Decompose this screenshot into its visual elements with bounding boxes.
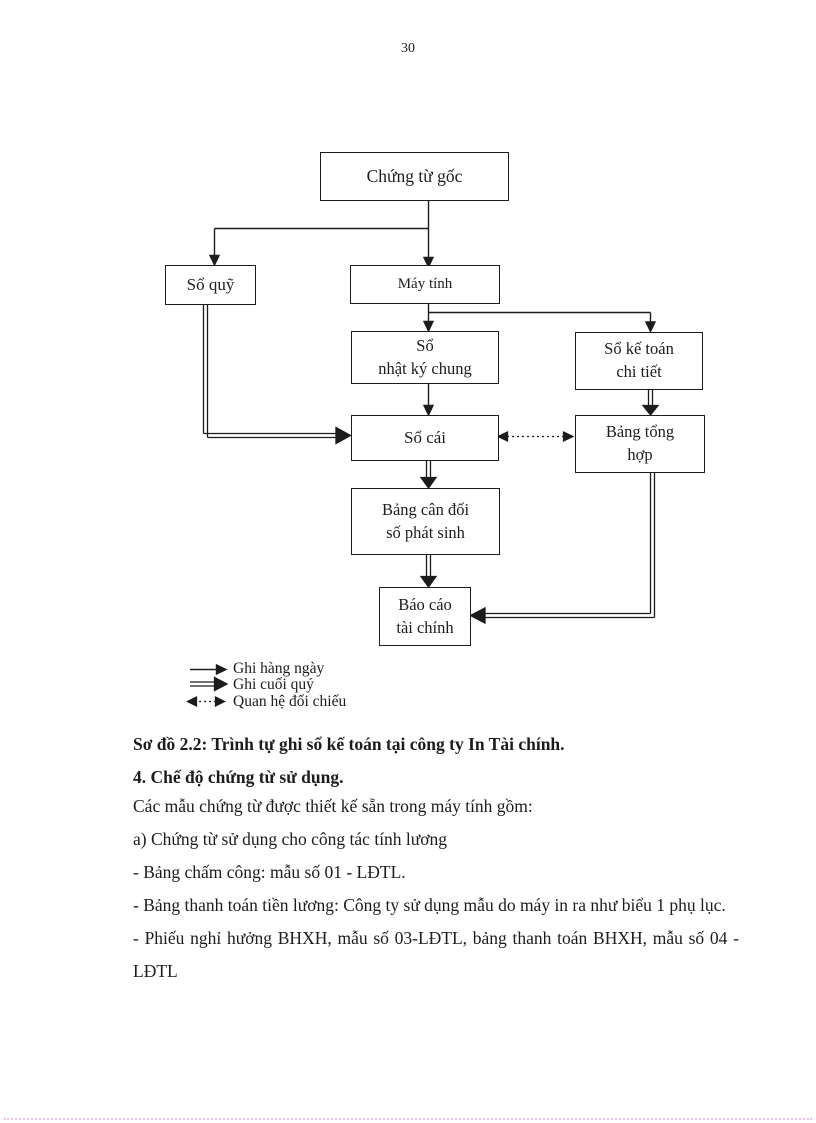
flow-box-so-cai: Sổ cái <box>351 415 499 461</box>
legend: Ghi hàng ngày Ghi cuối quý Quan hệ đối c… <box>233 660 347 710</box>
flow-box-so-quy: Sổ quỹ <box>165 265 256 305</box>
legend-daily-icon <box>190 663 228 676</box>
flow-box-bang-can-doi: Bảng cân đối số phát sinh <box>351 488 500 555</box>
legend-daily-label: Ghi hàng ngày <box>233 660 325 677</box>
body-text: Các mẫu chứng từ được thiết kế sẵn trong… <box>133 790 739 988</box>
flow-box-so-ke-toan-chi-tiet: Sổ kế toán chi tiết <box>575 332 703 390</box>
legend-quarterly-label: Ghi cuối quý <box>233 676 314 694</box>
paragraph: a) Chứng từ sử dụng cho công tác tính lư… <box>133 829 448 849</box>
footer-dotted-line <box>4 1118 812 1120</box>
flow-box-bang-tong-hop: Bảng tổng hợp <box>575 415 705 473</box>
paragraph: - Bảng thanh toán tiền lương: Công ty sử… <box>133 895 726 915</box>
paragraph: - Phiếu nghỉ hưởng BHXH, mẫu số 03-LĐTL,… <box>133 928 739 981</box>
flow-box-chung-tu-goc: Chứng từ gốc <box>320 152 509 201</box>
page-number: 30 <box>401 41 415 56</box>
flow-box-so-nhat-ky-chung: Sổ nhật ký chung <box>351 331 499 384</box>
flow-box-may-tinh: Máy tính <box>350 265 500 304</box>
paragraph: Các mẫu chứng từ được thiết kế sẵn trong… <box>133 796 533 816</box>
section-heading: 4. Chế độ chứng từ sử dụng. <box>133 767 344 787</box>
reconcile-arrow <box>496 430 575 443</box>
paragraph: - Bảng chấm công: mẫu số 01 - LĐTL. <box>133 862 406 882</box>
diagram-caption: Sơ đồ 2.2: Trình tự ghi sổ kế toán tại c… <box>133 734 565 754</box>
legend-reconcile-label: Quan hệ đối chiếu <box>233 692 347 710</box>
flow-box-bao-cao-tai-chinh: Báo cáo tài chính <box>379 587 471 646</box>
legend-quarterly-icon <box>190 676 229 692</box>
legend-reconcile-icon <box>186 695 226 708</box>
